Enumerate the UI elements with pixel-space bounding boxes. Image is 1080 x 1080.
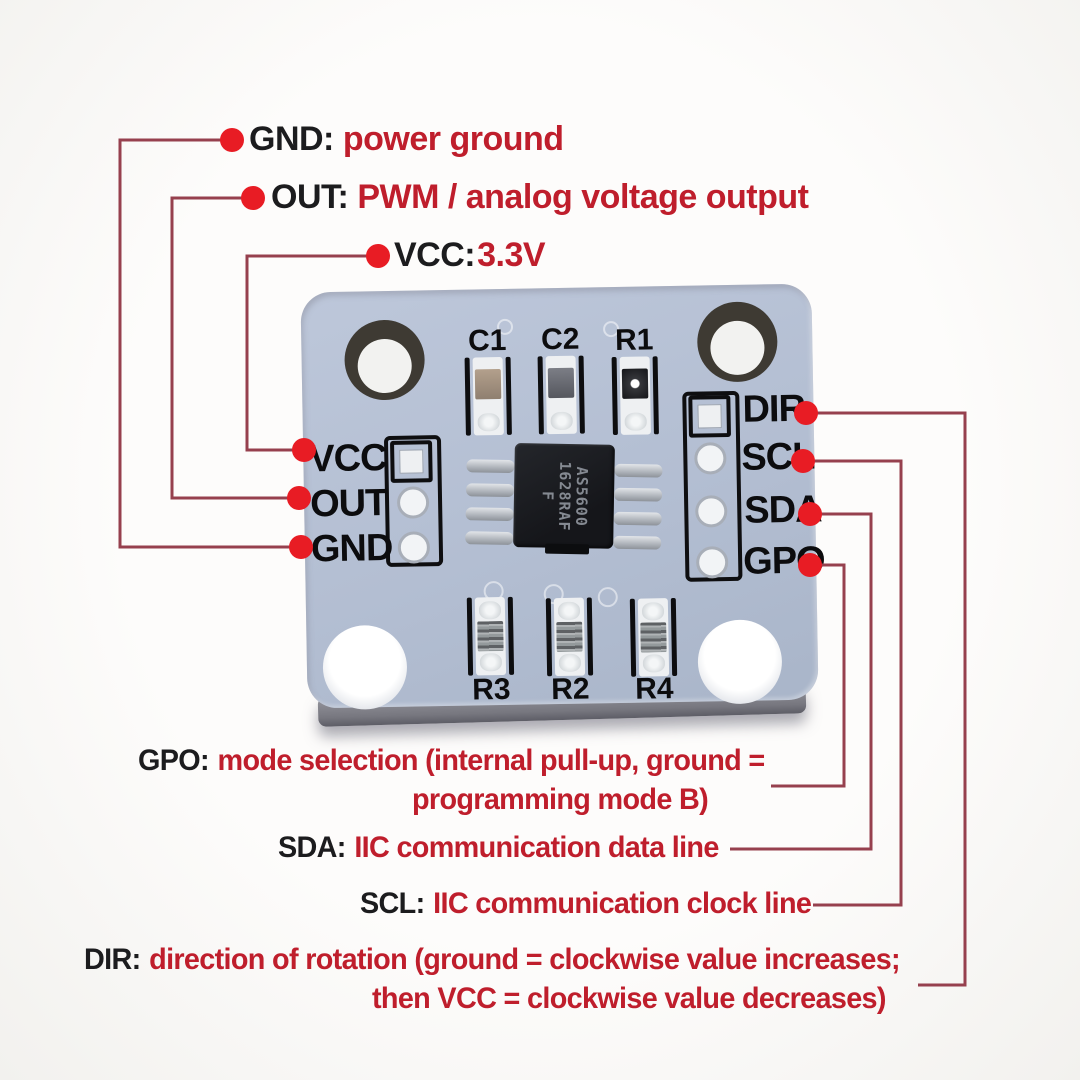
annotation-gpo-desc1: mode selection (internal pull-up, ground… — [217, 744, 766, 777]
annotation-dir-line2: then VCC = clockwise value decreases) — [372, 983, 886, 1015]
annotation-gpo-line2: programming mode B) — [412, 783, 709, 816]
annotation-out-pin: OUT: — [271, 178, 349, 216]
gnd-label-dot — [220, 128, 244, 152]
dir-pin-dot — [794, 401, 818, 425]
annotation-dir-desc1: direction of rotation (ground = clockwis… — [149, 943, 900, 976]
annotation-scl-pin: SCL: — [360, 887, 425, 920]
annotation-out-desc: PWM / analog voltage output — [357, 178, 809, 216]
annotation-scl: SCL:IIC communication clock line — [360, 887, 812, 920]
annotation-sda-pin: SDA: — [278, 831, 346, 864]
annotation-gpo-pin: GPO: — [138, 744, 210, 777]
annotation-dir-line1: DIR:direction of rotation (ground = cloc… — [84, 943, 901, 976]
annotation-gpo-line1: GPO:mode selection (internal pull-up, gr… — [138, 745, 765, 777]
scl-connector-line — [803, 459, 903, 907]
annotation-gnd: GND:power ground — [249, 120, 564, 158]
sda-pin-dot — [798, 502, 822, 526]
dir-connector-line — [806, 411, 967, 987]
vcc-connector-line — [245, 254, 378, 452]
vcc-label-dot — [366, 244, 390, 268]
annotation-vcc-pin: VCC: — [394, 236, 476, 274]
out-connector-line — [170, 196, 298, 500]
annotation-dir-pin: DIR: — [84, 943, 141, 976]
annotation-out: OUT:PWM / analog voltage output — [271, 178, 809, 216]
gpo-pin-dot — [798, 553, 822, 577]
annotation-vcc-desc: 3.3V — [477, 236, 546, 274]
sda-connector-line — [730, 512, 873, 851]
vcc-pin-dot — [292, 438, 316, 462]
annotation-gpo-desc2: programming mode B) — [412, 783, 709, 816]
gnd-connector-line — [118, 138, 301, 549]
annotation-sda: SDA:IIC communication data line — [278, 832, 719, 864]
annotation-scl-desc: IIC communication clock line — [433, 887, 812, 920]
gnd-pin-dot — [289, 535, 313, 559]
annotation-gnd-pin: GND: — [249, 120, 334, 158]
annotation-vcc: VCC:3.3V — [394, 236, 546, 274]
annotation-sda-desc: IIC communication data line — [354, 831, 719, 864]
out-label-dot — [241, 186, 265, 210]
annotation-dir-desc2: then VCC = clockwise value decreases) — [372, 982, 886, 1015]
annotation-gnd-desc: power ground — [342, 120, 564, 158]
scl-pin-dot — [791, 449, 815, 473]
gpo-connector-line — [771, 563, 846, 788]
out-pin-dot — [287, 486, 311, 510]
